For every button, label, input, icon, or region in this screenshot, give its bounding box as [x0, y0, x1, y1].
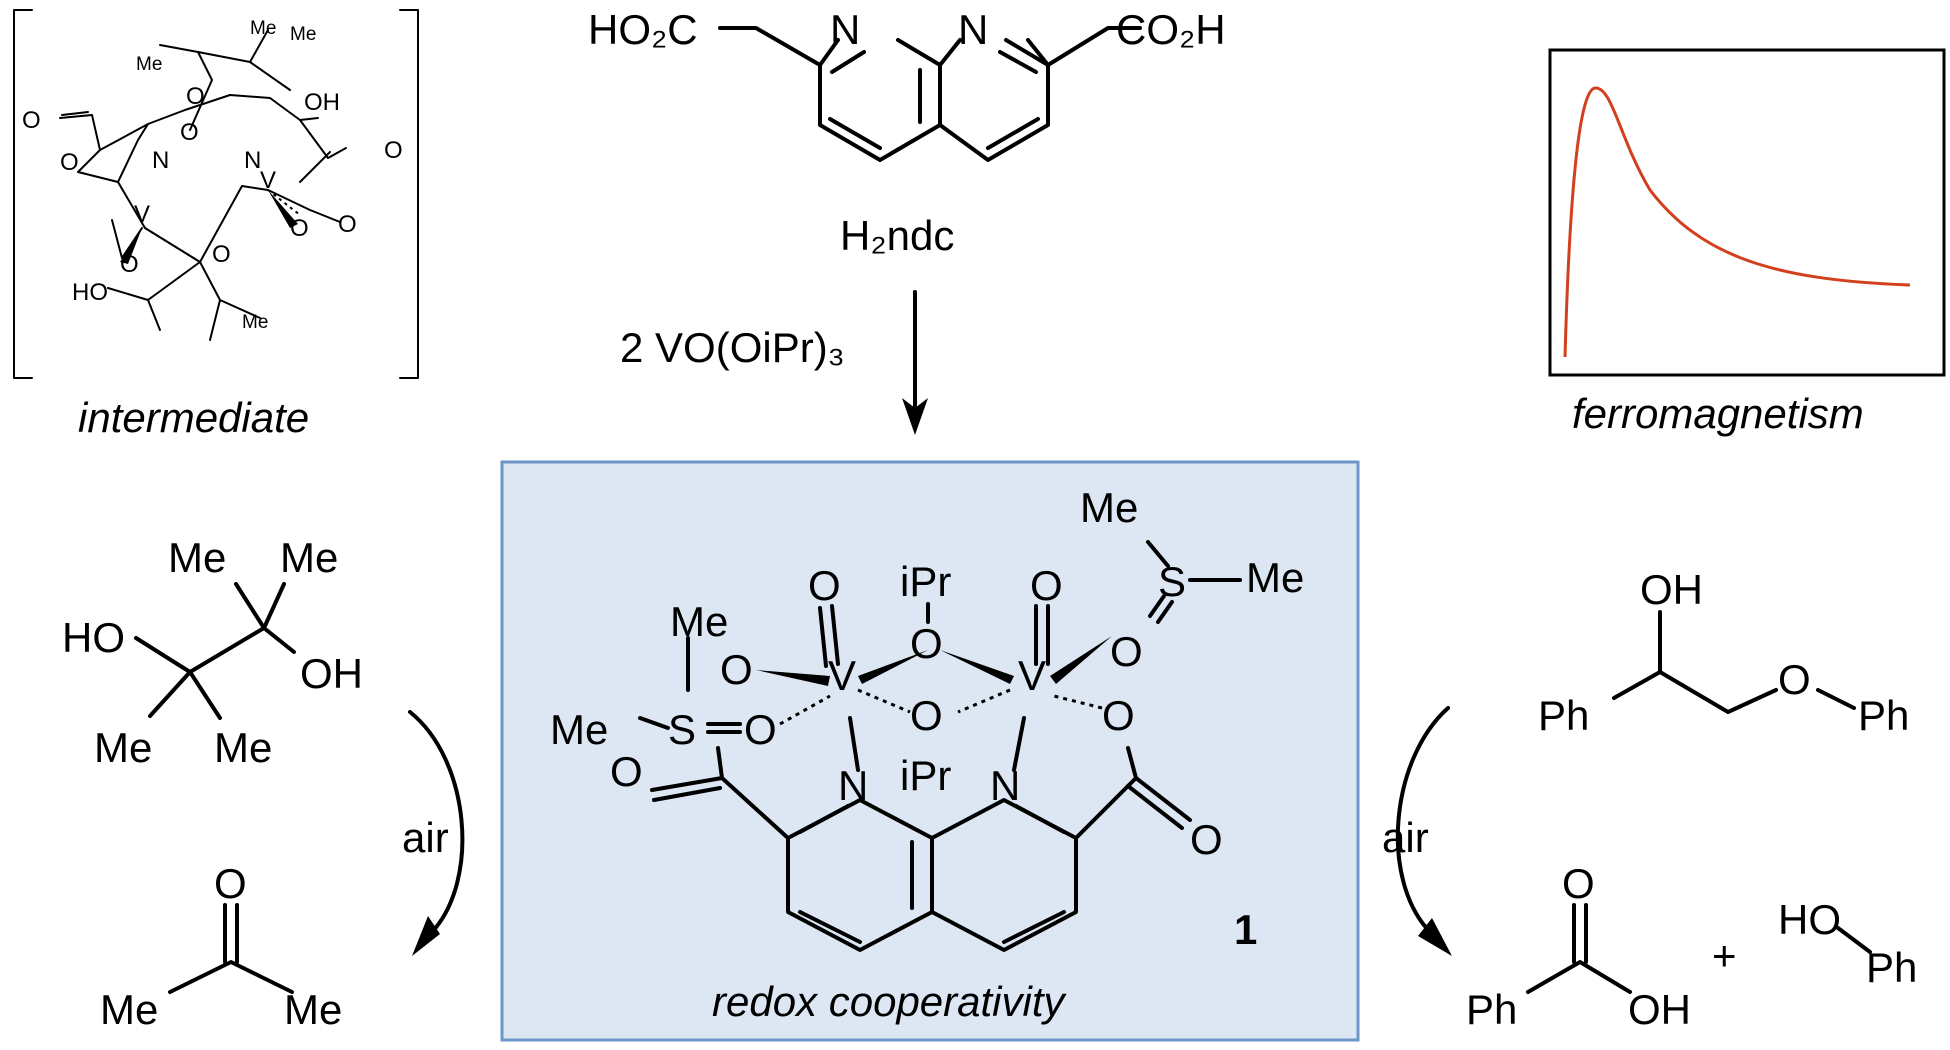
int-oh: OH — [304, 89, 340, 116]
plot-frame — [1548, 48, 1946, 377]
cx-o-dmso-left: O — [720, 646, 753, 693]
right-bracket — [399, 9, 419, 379]
acetone-me-left: Me — [100, 986, 158, 1033]
lignin-oh: OH — [1640, 566, 1703, 613]
complex-caption: redox cooperativity — [712, 978, 1068, 1025]
benzoic-ph: Ph — [1466, 986, 1517, 1033]
ligand-n-right: N — [958, 6, 988, 53]
cx-o-bridge-top: O — [910, 620, 943, 667]
benzoic-oh: OH — [1628, 986, 1691, 1033]
int-ho: HO — [72, 279, 108, 306]
int-o-6: O — [290, 215, 309, 242]
pinacol-ho: HO — [62, 614, 125, 661]
cx-o-top-left: O — [808, 562, 841, 609]
cx-o-bridge-bottom: O — [910, 692, 943, 739]
ligand-left-acid: HO₂C — [588, 6, 698, 53]
lignin-ph-left: Ph — [1538, 692, 1589, 739]
lignin-o: O — [1778, 656, 1811, 703]
phenol-ho: HO — [1778, 896, 1841, 943]
cx-s-right: S — [1158, 558, 1186, 605]
cx-ipr-bottom: iPr — [900, 752, 951, 799]
cx-o-carbonyl-right: O — [1190, 816, 1223, 863]
int-n-1: N — [152, 147, 169, 174]
reagent-label: 2 VO(OiPr)₃ — [620, 324, 845, 371]
int-me-3: Me — [290, 24, 316, 45]
cx-o-carboxyl-right: O — [1102, 692, 1135, 739]
cx-n-left: N — [838, 762, 868, 809]
pinacol-me-4: Me — [214, 724, 272, 771]
cx-me-1: Me — [1080, 484, 1138, 531]
int-o-2: O — [60, 149, 79, 176]
cx-me-3: Me — [670, 598, 728, 645]
int-o-5: O — [212, 241, 231, 268]
h2ndc-ligand: HO₂C CO₂H N N H₂ndc — [588, 6, 1226, 259]
pinacol-oh: OH — [300, 650, 363, 697]
int-o-3: O — [180, 119, 199, 146]
lignin-air-label: air — [1382, 814, 1429, 861]
int-v-2: V — [260, 167, 276, 194]
int-me-2: Me — [136, 54, 162, 75]
cx-ipr-top: iPr — [900, 558, 951, 605]
int-o-7: O — [338, 211, 357, 238]
intermediate-structure: Me Me Me Me OH HO O O O O O O O O O N N … — [13, 9, 419, 441]
cx-me-2: Me — [1246, 554, 1304, 601]
ferromagnetism-plot: ferromagnetism — [1548, 48, 1946, 437]
cx-o-carbonyl-left: O — [610, 748, 643, 795]
benzoic-o: O — [1562, 860, 1595, 907]
pinacol-me-3: Me — [94, 724, 152, 771]
acetone-me-right: Me — [284, 986, 342, 1033]
left-bracket — [13, 9, 33, 379]
int-o-8: O — [384, 137, 403, 164]
plus-sign: + — [1712, 932, 1737, 979]
reaction-arrow: 2 VO(OiPr)₃ — [620, 290, 928, 435]
pinacol-me-1: Me — [168, 534, 226, 581]
ligand-n-left: N — [830, 6, 860, 53]
ligand-name: H₂ndc — [840, 212, 954, 259]
phenol-ph: Ph — [1866, 944, 1917, 991]
pinacol-reaction: Me Me HO OH Me Me air O Me Me — [62, 534, 465, 1033]
int-o-9: O — [186, 83, 205, 110]
int-me-1: Me — [250, 18, 276, 39]
cx-o-s-left: O — [744, 706, 777, 753]
pinacol-me-2: Me — [280, 534, 338, 581]
cx-v-left: V — [828, 652, 856, 699]
cx-v-right: V — [1018, 652, 1046, 699]
ferromagnetism-caption: ferromagnetism — [1572, 390, 1864, 437]
lignin-ph-right: Ph — [1858, 692, 1909, 739]
acetone-o: O — [214, 860, 247, 907]
ligand-right-acid: CO₂H — [1116, 6, 1226, 53]
int-me-4: Me — [242, 312, 268, 333]
cx-me-4: Me — [550, 706, 608, 753]
complex-1-panel: Me Me S O O O iPr O V V O iPr O Me Me S … — [500, 460, 1360, 1042]
compound-number: 1 — [1234, 906, 1257, 953]
cx-s-left: S — [668, 706, 696, 753]
cx-o-top-right: O — [1030, 562, 1063, 609]
int-o-4: O — [120, 251, 139, 278]
lignin-model-reaction: OH O Ph Ph air O Ph OH + HO Ph — [1382, 566, 1917, 1033]
intermediate-caption: intermediate — [78, 394, 309, 441]
ligand-bonds-left-acid — [718, 26, 840, 67]
int-v-1: V — [134, 201, 150, 228]
int-o-1: O — [22, 107, 41, 134]
cx-n-right: N — [990, 762, 1020, 809]
susceptibility-curve — [1563, 86, 1911, 358]
cx-o-dmso-right: O — [1110, 628, 1143, 675]
complex-box — [500, 460, 1360, 1042]
pinacol-air-label: air — [402, 814, 449, 861]
int-n-2: N — [244, 147, 261, 174]
